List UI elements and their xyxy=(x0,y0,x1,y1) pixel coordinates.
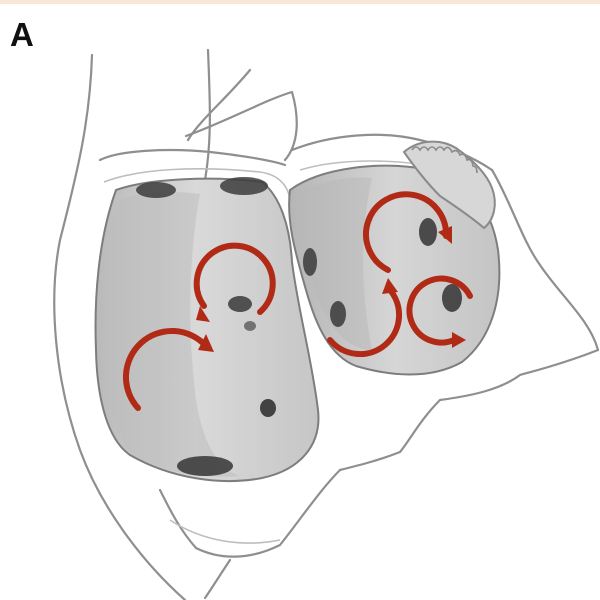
left-chamber xyxy=(94,177,320,483)
flow-arrow-right-lower xyxy=(327,278,403,358)
flow-arrow-left-upper xyxy=(193,242,276,322)
flow-arrow-right-upper xyxy=(363,191,452,273)
right-chamber xyxy=(288,140,501,376)
top-border xyxy=(0,0,600,4)
flow-arrows xyxy=(122,191,473,411)
flow-arrow-left-large xyxy=(122,327,214,411)
flow-arrow-right-small xyxy=(406,275,473,348)
panel-label: A xyxy=(10,16,34,53)
heart-outline xyxy=(53,48,600,600)
